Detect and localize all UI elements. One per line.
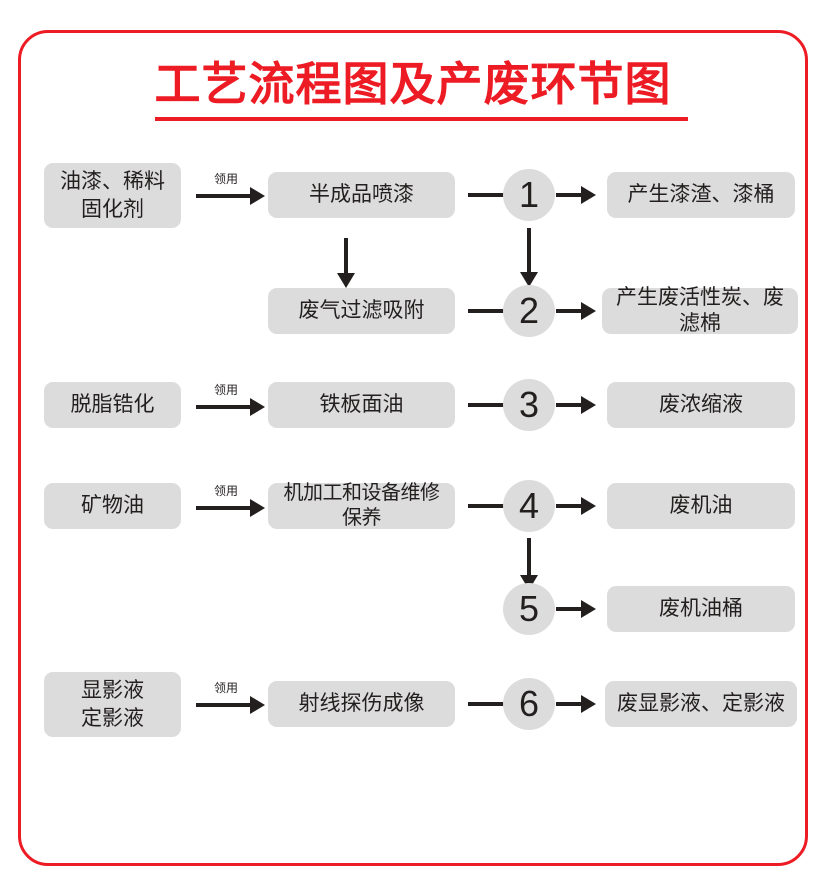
requisition-arrow-head-6 (250, 696, 265, 714)
vertical-connector-node4-node5 (527, 538, 531, 580)
input-box-paint-line1: 油漆、稀料 (60, 170, 165, 194)
red-border-frame (18, 30, 808, 866)
input-box-degrease: 脱脂锆化 (44, 382, 181, 428)
input-box-paint: 油漆、稀料 固化剂 (44, 163, 181, 228)
page-title: 工艺流程图及产废环节图 (154, 58, 672, 110)
waste-node-circle-6: 6 (503, 678, 555, 730)
output-arrow-head-4 (581, 497, 596, 515)
process-box-radiographic-imaging: 射线探伤成像 (268, 681, 455, 727)
edge-label-requisition-1: 领用 (213, 172, 238, 186)
waste-node-circle-4: 4 (503, 480, 555, 532)
title-underline (155, 117, 688, 121)
output-arrow-line-1 (556, 193, 583, 197)
connector-line-2 (468, 309, 504, 313)
output-arrow-line-4 (556, 504, 583, 508)
input-box-paint-line2: 固化剂 (81, 197, 144, 221)
vertical-arrow-head-process1-process2 (337, 273, 355, 288)
process-box-iron-plate-oil: 铁板面油 (268, 382, 455, 428)
output-arrow-line-6 (556, 702, 583, 706)
edge-label-requisition-4: 领用 (213, 484, 238, 498)
waste-node-circle-2: 2 (503, 285, 555, 337)
requisition-arrow-head-3 (250, 398, 265, 416)
requisition-arrow-head-4 (250, 499, 265, 517)
edge-label-requisition-6: 领用 (213, 681, 238, 695)
output-box-waste-oil-drum: 废机油桶 (607, 586, 795, 632)
input-box-developer-line2: 定影液 (81, 706, 144, 730)
output-arrow-head-1 (581, 186, 596, 204)
input-box-developer: 显影液 定影液 (44, 672, 181, 737)
output-arrow-line-3 (556, 403, 583, 407)
connector-line-3 (468, 403, 504, 407)
vertical-connector-process1-process2 (344, 238, 348, 278)
connector-line-6 (468, 702, 504, 706)
output-box-concentrate: 废浓缩液 (607, 382, 795, 428)
output-box-paint-residue: 产生漆渣、漆桶 (607, 172, 795, 218)
requisition-arrow-head-1 (250, 187, 265, 205)
requisition-arrow-line-1 (196, 194, 250, 198)
output-box-waste-developer: 废显影液、定影液 (605, 681, 797, 727)
waste-node-circle-5: 5 (503, 583, 555, 635)
requisition-arrow-line-3 (196, 405, 250, 409)
input-box-mineral-oil: 矿物油 (44, 483, 181, 529)
output-arrow-head-3 (581, 396, 596, 414)
output-arrow-line-5 (556, 607, 583, 611)
connector-line-4 (468, 504, 504, 508)
vertical-arrow-head-node1-node2 (520, 272, 538, 287)
connector-line-1 (468, 193, 504, 197)
output-arrow-head-5 (581, 600, 596, 618)
requisition-arrow-line-4 (196, 506, 250, 510)
process-box-spray: 半成品喷漆 (268, 172, 455, 218)
vertical-connector-node1-node2 (527, 228, 531, 276)
output-arrow-head-6 (581, 695, 596, 713)
output-arrow-head-2 (581, 302, 596, 320)
waste-node-circle-1: 1 (503, 169, 555, 221)
waste-node-circle-3: 3 (503, 379, 555, 431)
process-box-machining-maintenance: 机加工和设备维修保养 (268, 482, 455, 529)
output-box-activated-carbon: 产生废活性炭、废滤棉 (602, 286, 798, 335)
requisition-arrow-line-6 (196, 703, 250, 707)
output-box-waste-oil: 废机油 (607, 483, 795, 529)
process-box-exhaust-filter: 废气过滤吸附 (268, 288, 455, 334)
input-box-developer-line1: 显影液 (81, 679, 144, 703)
edge-label-requisition-3: 领用 (213, 383, 238, 397)
output-arrow-line-2 (556, 309, 583, 313)
